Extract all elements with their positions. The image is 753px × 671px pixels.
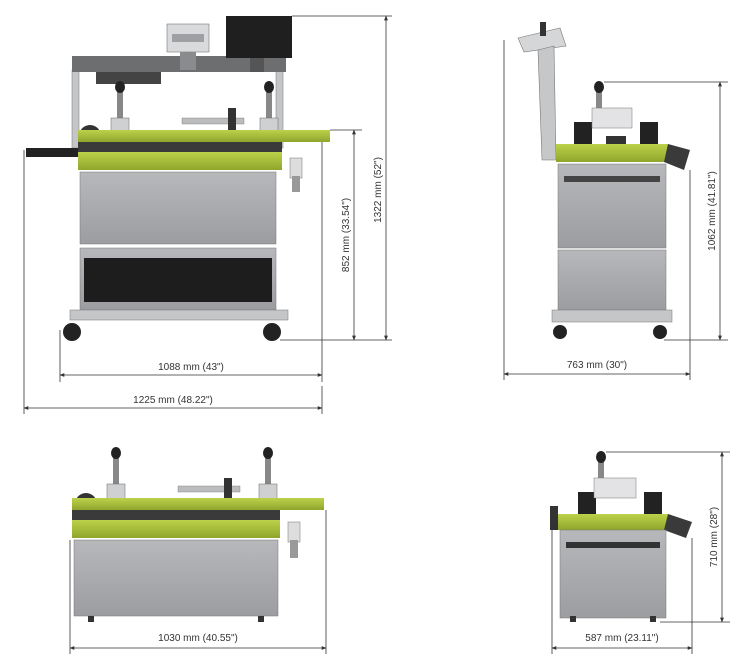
top-shelf bbox=[72, 56, 286, 72]
dim-front-outer-width: 1225 mm (48.22") bbox=[133, 395, 213, 406]
side-seat-left bbox=[574, 122, 592, 144]
handle-right bbox=[259, 81, 279, 139]
dim-front-table-height: 852 mm (33.54") bbox=[341, 198, 352, 272]
left-shelf bbox=[26, 148, 78, 157]
front-compact-view: 1030 mm (40.55") bbox=[69, 447, 327, 654]
side-seat-right bbox=[640, 122, 658, 144]
dim-front-inner-width: 1088 mm (43") bbox=[158, 362, 224, 373]
table-top bbox=[78, 130, 330, 142]
side-table-top bbox=[556, 144, 668, 162]
monitor-stand bbox=[250, 58, 264, 72]
compact-side-table bbox=[558, 514, 668, 530]
cabinet-upper bbox=[79, 171, 277, 245]
caster-left bbox=[63, 323, 81, 341]
compact-handle-left bbox=[106, 447, 126, 507]
side-compact-view: 587 mm (23.11") 710 mm (28") bbox=[550, 451, 730, 654]
dim-side-depth: 763 mm (30") bbox=[567, 360, 627, 371]
dim-compact-width: 1030 mm (40.55") bbox=[158, 633, 238, 644]
scanner-handle bbox=[292, 176, 300, 192]
side-full-view: 763 mm (30") 1062 mm (41.81") bbox=[503, 22, 728, 380]
front-full-view: 1088 mm (43") 1225 mm (48.22") 852 mm (3… bbox=[23, 15, 392, 414]
compact-table-top bbox=[72, 498, 324, 510]
side-caster-left bbox=[553, 325, 567, 339]
side-arm-tip bbox=[540, 22, 546, 36]
side-caster-right bbox=[653, 325, 667, 339]
center-rail bbox=[181, 117, 245, 125]
handle-left bbox=[110, 81, 130, 139]
printer-slot bbox=[172, 34, 204, 42]
side-tool bbox=[591, 107, 633, 129]
dim-front-total-height: 1322 mm (52") bbox=[373, 157, 384, 223]
caster-right bbox=[263, 323, 281, 341]
compact-cabinet bbox=[73, 539, 279, 617]
base bbox=[69, 309, 289, 321]
side-base bbox=[551, 309, 673, 323]
frame-post-left bbox=[71, 69, 80, 149]
table-edge bbox=[78, 142, 282, 152]
center-tool bbox=[228, 108, 236, 146]
side-column bbox=[537, 45, 557, 161]
dim-compact-height: 710 mm (28") bbox=[709, 507, 720, 567]
green-band bbox=[78, 152, 282, 170]
side-table-edge bbox=[664, 144, 690, 170]
scanner bbox=[289, 157, 303, 179]
dim-compact-depth: 587 mm (23.11") bbox=[585, 633, 658, 644]
printer-mount bbox=[180, 52, 196, 70]
side-handle bbox=[596, 86, 602, 108]
monitor bbox=[226, 16, 292, 58]
compact-handle-right bbox=[258, 447, 278, 507]
side-cabinet-lower bbox=[557, 249, 667, 311]
light-bar bbox=[96, 72, 161, 84]
dim-side-height: 1062 mm (41.81") bbox=[707, 171, 718, 251]
side-cabinet-slot bbox=[564, 176, 660, 182]
cabinet-opening bbox=[84, 258, 272, 302]
